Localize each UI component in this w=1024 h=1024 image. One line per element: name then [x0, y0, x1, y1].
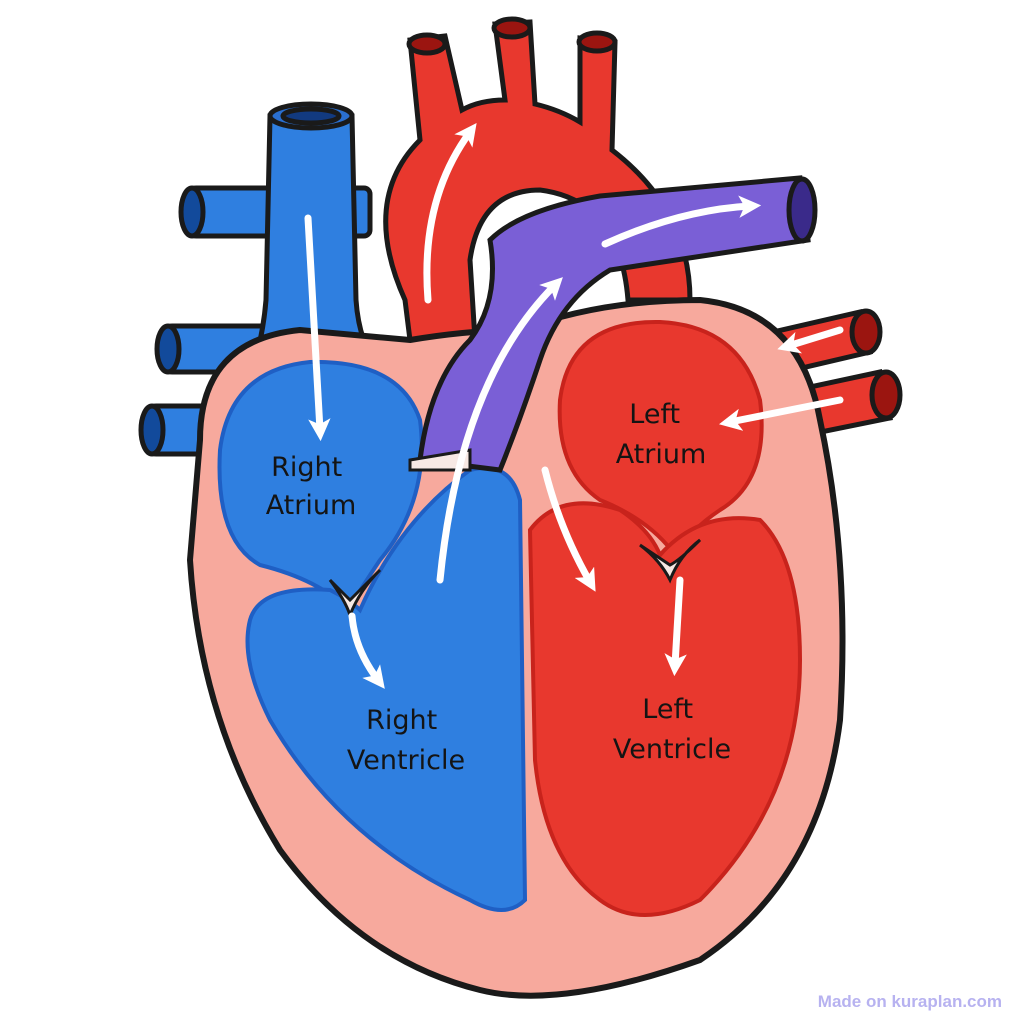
valves	[328, 448, 702, 620]
flow-arrow-pulmonary	[601, 195, 762, 248]
watermark: Made on kuraplan.com	[817, 992, 1002, 1011]
flow-arrow-right-ventricle-out	[436, 277, 563, 584]
left-ventricle	[527, 501, 803, 917]
aorta	[383, 16, 693, 423]
flow-arrow-vena-cava	[304, 214, 331, 442]
left-atrium	[557, 319, 764, 559]
label-right-ventricle: Right Ventricle	[347, 705, 465, 776]
flow-arrow-to-left-ventricle	[541, 466, 596, 592]
flow-arrow-pulmonary-vein-1	[777, 326, 844, 354]
pulmonary-artery	[417, 175, 818, 473]
label-left-atrium: Left Atrium	[616, 399, 707, 470]
blood-flow-arrows	[304, 122, 844, 689]
label-left-ventricle: Left Ventricle	[613, 694, 731, 765]
flow-arrow-right-av	[348, 612, 385, 689]
label-right-atrium: Right Atrium	[266, 452, 357, 521]
right-atrium	[217, 359, 424, 614]
flow-arrow-left-av	[664, 576, 687, 677]
flow-arrow-aorta	[423, 122, 477, 304]
flow-arrow-pulmonary-vein-2	[719, 396, 844, 431]
